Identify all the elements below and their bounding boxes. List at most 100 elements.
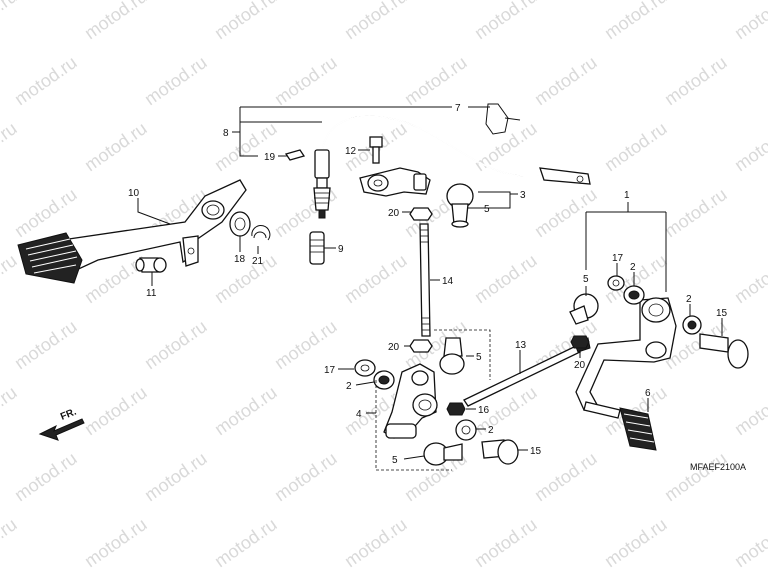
washer-2-right-a [623,285,645,305]
watermark-text: motod.ru [0,0,20,43]
watermark-text: motod.ru [731,382,768,439]
watermark-text: motod.ru [11,316,81,373]
watermark-text: motod.ru [601,118,671,175]
callout-20: 20 [388,208,400,219]
watermark-text: motod.ru [731,514,768,571]
watermark-text: motod.ru [531,448,601,505]
shift-rod-14 [419,223,431,337]
callout-21: 21 [252,256,264,267]
watermark-text: motod.ru [731,250,768,307]
callout-labels: 1 2 2 2 2 3 4 5 5 5 5 6 7 8 9 10 11 12 1… [128,103,728,466]
callout-15: 15 [530,446,542,457]
watermark-text: motod.ru [211,382,281,439]
clip-21 [251,225,271,241]
watermark-text: motod.ru [601,0,671,43]
watermark-text: motod.ru [11,184,81,241]
callout-20: 20 [574,360,586,371]
nut-16 [446,402,466,416]
joint-9 [309,231,325,265]
callout-9: 9 [338,244,344,255]
washer-2-left [373,370,395,390]
ball-joint-5-lower [423,442,463,466]
callout-3: 3 [520,190,526,201]
callout-2: 2 [488,425,494,436]
callout-17: 17 [612,253,624,264]
brake-cable [313,115,591,219]
watermark-text: motod.ru [81,382,151,439]
washer-18 [229,211,251,237]
washer-2-lower [455,419,477,441]
watermark-text: motod.ru [0,118,20,175]
callout-20: 20 [388,342,400,353]
callout-17: 17 [324,365,336,376]
watermark-text: motod.ru [471,0,541,43]
callout-4: 4 [356,409,362,420]
watermark-text: motod.ru [211,514,281,571]
watermark-text: motod.ru [661,52,731,109]
watermark-text: motod.ru [471,514,541,571]
callout-5: 5 [476,352,482,363]
watermark-text: motod.ru [141,52,211,109]
watermark-text: motod.ru [271,52,341,109]
brake-pedal [17,179,247,284]
callout-5: 5 [392,455,398,466]
watermark-text: motod.ru [81,0,151,43]
callout-5: 5 [583,274,589,285]
watermark-text: motod.ru [211,250,281,307]
nut-20-mid [409,339,433,353]
pivot-bolt-15-lower [481,439,519,465]
watermark-text: motod.ru [531,184,601,241]
watermark-text: motod.ru [471,250,541,307]
callout-2: 2 [630,262,636,273]
watermark-text: motod.ru [731,0,768,43]
ball-joint-5-mid [439,337,465,375]
callout-2: 2 [346,381,352,392]
callout-10: 10 [128,188,140,199]
watermark-text: motod.ru [0,382,20,439]
gearshift-pedal [575,297,677,419]
bolt-12 [369,136,383,164]
callout-2: 2 [686,294,692,305]
watermark-text: motod.ru [81,514,151,571]
watermark-text: motod.ru [0,514,20,571]
washer-17-left [354,359,376,377]
diagram-code: MFAEF2100A [690,462,746,472]
pin-11 [135,257,167,273]
cable-clamp-7 [485,103,521,135]
watermark-text: motod.ru [341,250,411,307]
pivot-bolt-15-right [699,333,749,369]
watermark-text: motod.ru [11,52,81,109]
pin-19 [284,149,306,161]
watermark-text: motod.ru [11,448,81,505]
watermark-text: motod.ru [731,118,768,175]
callout-6: 6 [645,388,651,399]
watermark-text: motod.ru [271,448,341,505]
callout-5: 5 [484,204,490,215]
nut-20-upper [409,207,433,221]
watermark-text: motod.ru [141,448,211,505]
ball-joint-5-upper [446,183,474,228]
brake-arm-3 [359,167,431,197]
ball-joint-5-right [569,293,599,325]
callout-1: 1 [624,190,630,201]
watermark-text: motod.ru [81,118,151,175]
callout-14: 14 [442,276,454,287]
callout-18: 18 [234,254,246,265]
callout-13: 13 [515,340,527,351]
washer-2-right-b [682,315,702,335]
callout-12: 12 [345,146,357,157]
direction-label: FR. [59,406,78,422]
callout-7: 7 [455,103,461,114]
callout-19: 19 [264,152,276,163]
arm-4 [383,363,438,439]
watermark-text: motod.ru [601,514,671,571]
watermark-text: motod.ru [211,118,281,175]
leader-lines [137,106,723,471]
callout-11: 11 [146,288,157,299]
watermark-text: motod.ru [0,250,20,307]
washer-17-right [607,275,625,291]
callout-15: 15 [716,308,728,319]
watermark-text: motod.ru [401,52,471,109]
